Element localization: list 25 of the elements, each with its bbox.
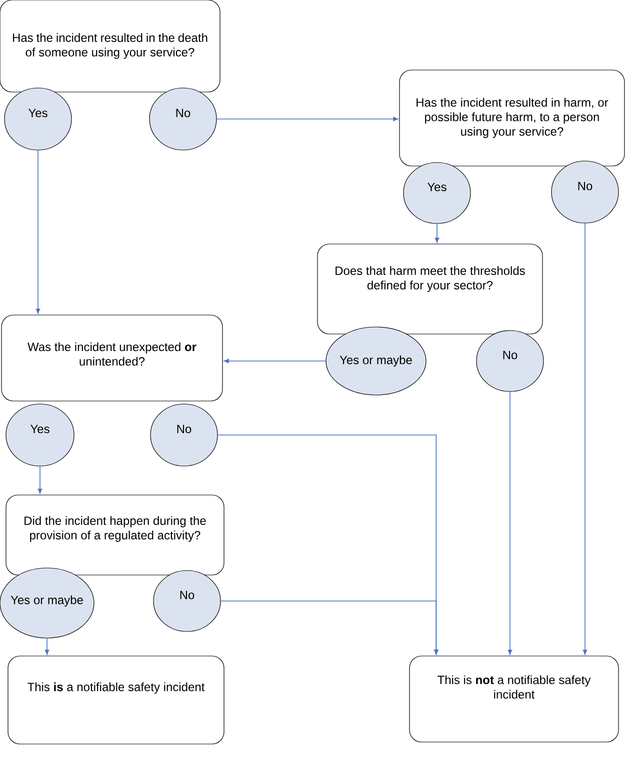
arrow xyxy=(216,116,398,122)
answer-oval: No xyxy=(150,404,218,466)
question-box: Has the incident resulted in harm, or possible future harm, to a person using your service? xyxy=(399,70,625,166)
question-box: Has the incident resulted in the death of someone using your service? xyxy=(0,0,220,92)
answer-oval: Yes xyxy=(6,404,74,466)
arrow xyxy=(44,638,50,655)
answer-oval: No xyxy=(551,160,619,224)
answer-oval: Yes or maybe xyxy=(326,326,426,396)
arrow xyxy=(224,358,326,364)
answer-oval: No xyxy=(149,88,217,150)
arrow xyxy=(508,391,512,655)
outcome-box: This is not a notifiable safety incident xyxy=(409,656,619,742)
arrow xyxy=(36,150,40,314)
answer-oval: Yes xyxy=(403,162,471,224)
arrow xyxy=(220,600,438,655)
question-box: Does that harm meet the thresholds defined for your sector? xyxy=(317,244,543,334)
outcome-box: This is a notifiable safety incident xyxy=(8,656,224,744)
answer-oval: No xyxy=(153,570,221,632)
arrow xyxy=(582,222,588,655)
question-box: Was the incident unexpected or unintended? xyxy=(1,314,223,402)
answer-oval: Yes xyxy=(4,88,72,150)
arrow xyxy=(434,223,440,243)
answer-oval: No xyxy=(476,330,544,392)
question-box: Did the incident happen during the provision of a regulated activity? xyxy=(6,494,224,576)
arrow xyxy=(38,466,42,494)
